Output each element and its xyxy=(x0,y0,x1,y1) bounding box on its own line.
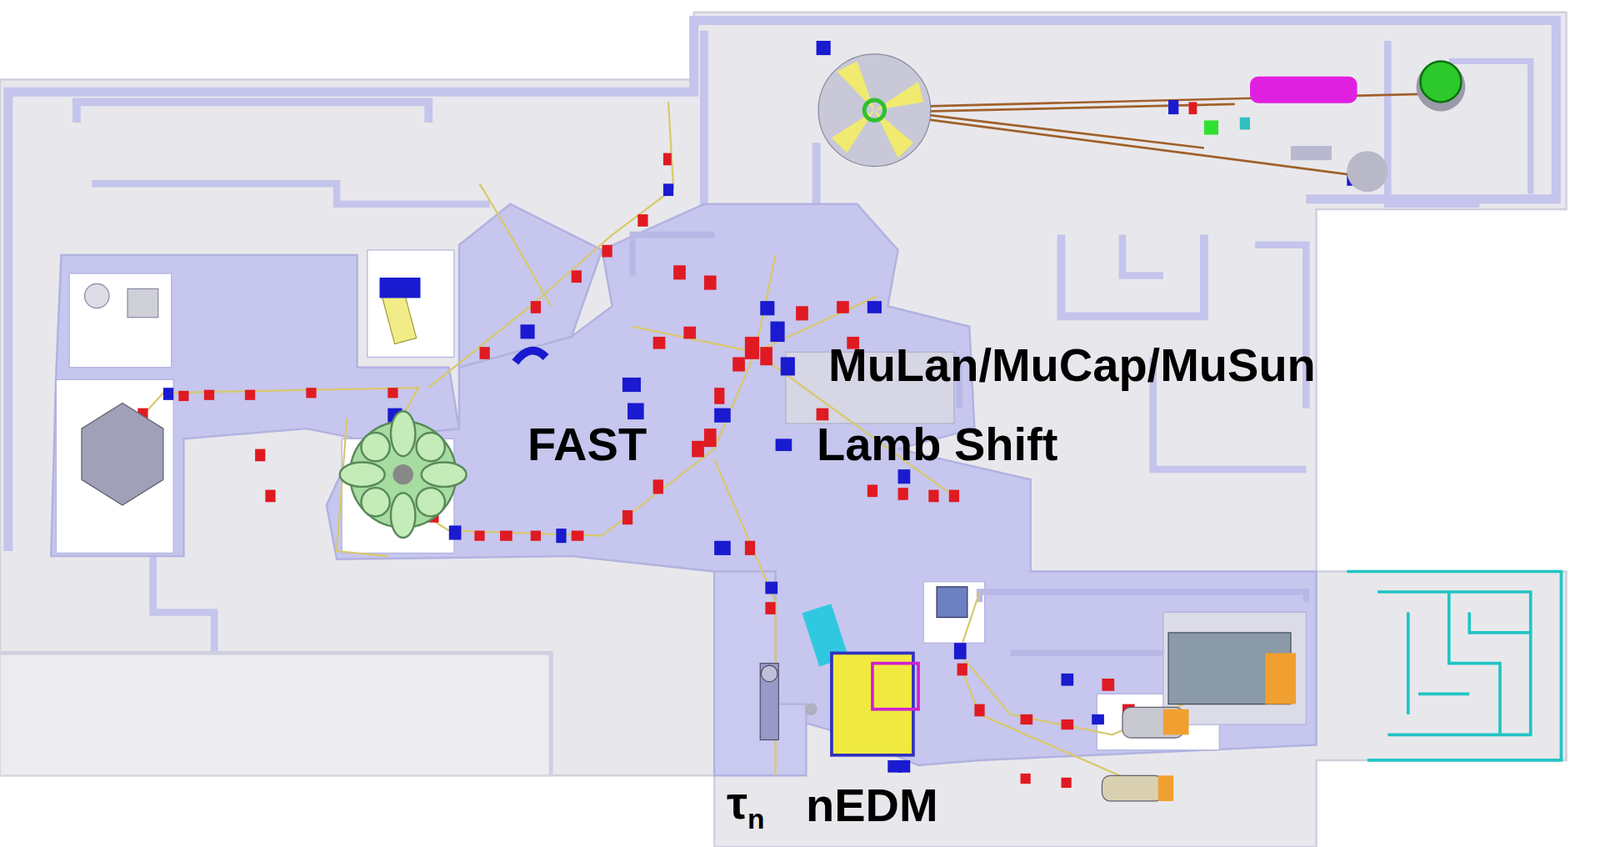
area-label: FAST xyxy=(527,420,647,468)
area-label: nEDM xyxy=(805,781,939,829)
area-label: τn xyxy=(726,779,765,833)
area-label: MuLan/MuCap/MuSun xyxy=(828,341,1316,389)
area-label: Lamb Shift xyxy=(816,420,1058,468)
